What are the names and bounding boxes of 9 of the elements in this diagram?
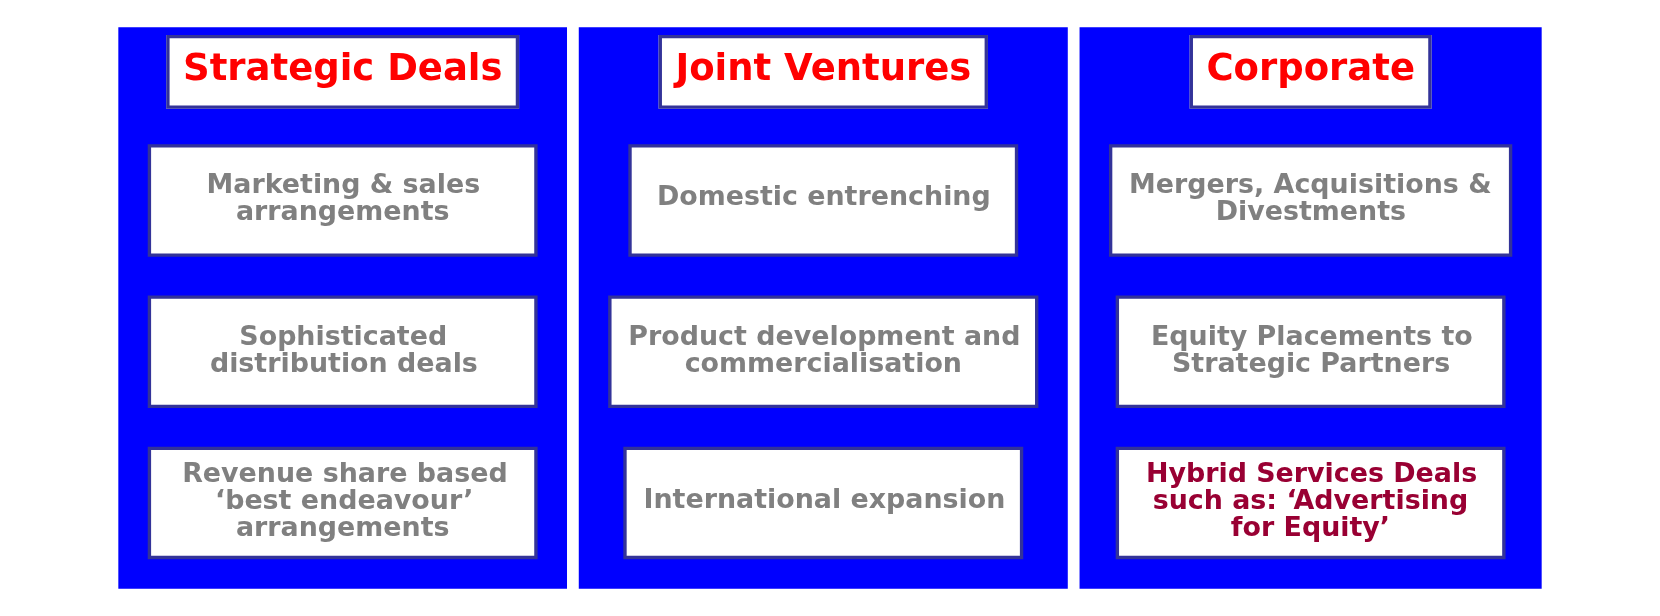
node-box: International expansion <box>623 446 1024 560</box>
node-box: Domestic entrenching <box>628 144 1019 257</box>
node-box: Hybrid Services Deals such as: ‘Advertising for Equity’ <box>1115 446 1506 560</box>
node-box: Sophisticated distribution deals <box>147 295 538 408</box>
node-box: Marketing & sales arrangements <box>147 144 538 257</box>
node-box: Mergers, Acquisitions & Divestments <box>1108 144 1513 257</box>
node-box: Product development and commercialisation <box>608 295 1039 408</box>
node-box: Equity Placements to Strategic Partners <box>1115 295 1506 408</box>
node-box: Revenue share based ‘best endeavour’ arrangements <box>147 446 538 560</box>
